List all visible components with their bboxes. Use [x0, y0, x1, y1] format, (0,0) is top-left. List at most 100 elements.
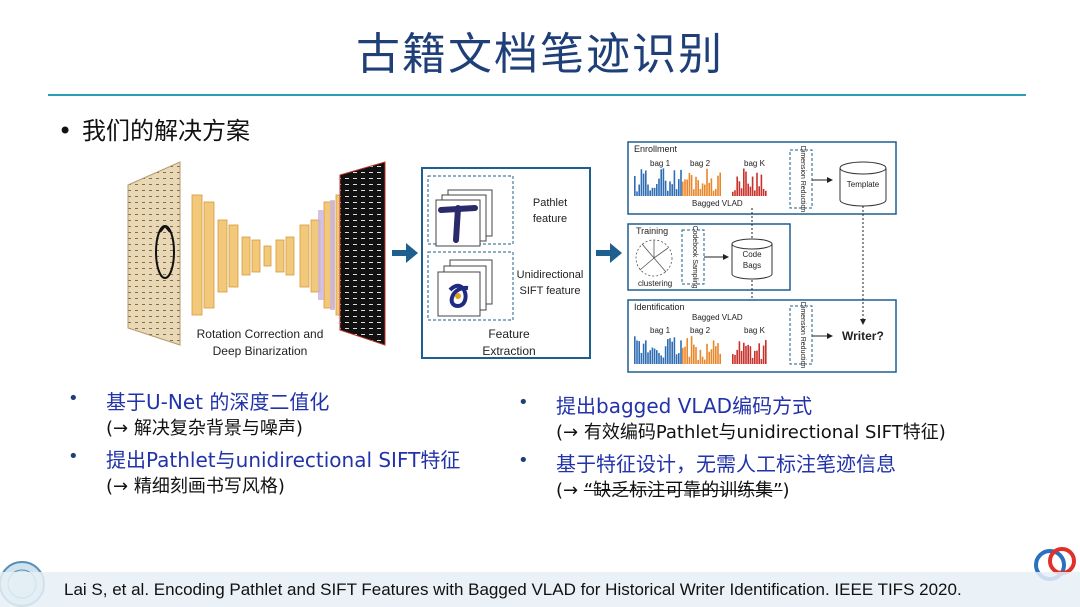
histogram-bar — [734, 354, 736, 364]
histogram-bar — [708, 182, 710, 196]
right-bullet-2-sub-text: (→ “缺乏标注可靠的训练集”) — [556, 476, 790, 502]
histogram-bar — [738, 341, 741, 364]
id-bagk-label: bag K — [744, 326, 766, 335]
histogram-bar — [645, 340, 647, 364]
histogram-bar — [765, 190, 767, 196]
histogram-bar — [701, 183, 704, 196]
histogram-bar — [653, 348, 656, 364]
histogram-bar — [732, 191, 734, 196]
histogram-bar — [697, 180, 699, 196]
code-bags-database-icon — [731, 238, 773, 280]
histogram-bar — [667, 190, 669, 196]
slide-title: 古籍文档笔迹识别 — [356, 29, 724, 80]
training-label: Training — [636, 226, 668, 236]
histogram-bar — [715, 188, 717, 196]
right-bullet-list: • 提出bagged VLAD编码方式 (→ 有效编码Pathlet与unidi… — [518, 390, 1058, 504]
histogram-bar — [682, 347, 684, 364]
histogram-bar — [717, 343, 719, 364]
histogram-bar — [678, 353, 680, 364]
sift-label-1: Unidirectional — [517, 269, 584, 281]
histogram-bar — [638, 184, 640, 196]
histogram-bar — [743, 168, 745, 196]
left-bullet-2-sub: (→ 精细刻画书写风格) — [68, 472, 508, 500]
identification-bagged-vlad-label: Bagged VLAD — [692, 313, 743, 322]
histogram-bar — [649, 350, 651, 364]
histogram-bar — [719, 353, 721, 364]
histogram-bar — [640, 352, 643, 364]
feature-label-1: Feature — [488, 327, 530, 341]
footer-citation: Lai S, et al. Encoding Pathlet and SIFT … — [64, 580, 962, 599]
right-bullet-1-text: 提出bagged VLAD编码方式 — [556, 390, 812, 419]
histogram-bar — [656, 350, 658, 364]
histogram-bar — [762, 345, 765, 364]
histogram-bar — [688, 356, 691, 364]
left-bullet-1-rest: U-Net 的深度二值化 — [146, 390, 330, 414]
pathlet-icon — [435, 189, 493, 247]
clustering-label: clustering — [638, 279, 672, 288]
histogram-bar — [756, 172, 758, 196]
bullet-dot: • — [518, 392, 529, 413]
histogram-bar — [636, 191, 638, 196]
binarization-label-1: Rotation Correction and — [197, 327, 324, 341]
right-bullet-2-sub-strike: “缺乏标注可靠的训练集” — [583, 480, 783, 501]
codebook-sampling-label: Codebook Sampling — [691, 225, 698, 288]
left-bullet-2-rest: Pathlet与unidirectional SIFT特征 — [146, 448, 461, 472]
binarized-document-image — [339, 161, 386, 346]
histogram-bar — [708, 351, 710, 364]
histogram-bar — [686, 338, 688, 364]
histogram-bar — [745, 171, 747, 196]
histogram-bar — [660, 355, 662, 364]
histogram-bar — [678, 179, 680, 196]
histogram-bar — [758, 186, 760, 196]
histogram-bar — [671, 184, 673, 196]
histogram-bar — [671, 341, 673, 364]
histogram-bar — [673, 337, 676, 364]
histogram-bar — [706, 343, 708, 364]
histogram-bar — [682, 181, 684, 196]
bags-label: Bags — [743, 261, 761, 270]
histogram-bar — [695, 347, 697, 364]
bullet-dot: • — [68, 388, 79, 409]
dimension-reduction-box — [789, 149, 813, 209]
histogram-bar — [675, 189, 678, 196]
sift-box — [427, 251, 514, 321]
left-bullet-2-text: 提出Pathlet与unidirectional SIFT特征 — [106, 444, 460, 473]
histogram-bar — [697, 359, 699, 364]
input-document-image — [127, 161, 181, 346]
histogram-bar — [693, 344, 695, 364]
left-bullet-2: • 提出Pathlet与unidirectional SIFT特征 — [68, 444, 508, 472]
histogram-bar — [704, 184, 706, 196]
right-bullet-1: • 提出bagged VLAD编码方式 — [518, 390, 1058, 418]
histogram-bar — [667, 339, 669, 364]
histogram-bar — [686, 179, 688, 196]
right-bullet-1-sub: (→ 有效编码Pathlet与unidirectional SIFT特征) — [518, 418, 1058, 448]
histogram-bar — [706, 168, 708, 196]
bullet-dot: • — [58, 117, 73, 145]
histogram-bar — [743, 342, 745, 364]
histogram-bar — [636, 340, 638, 364]
histogram-bar — [693, 189, 695, 196]
left-bullet-1-text: 基于U-Net 的深度二值化 — [106, 386, 329, 415]
right-bullet-2-sub-close: ) — [782, 480, 790, 501]
histogram-bar — [760, 174, 763, 196]
histogram-bar — [754, 190, 756, 196]
histogram-bar — [758, 343, 760, 364]
dimension-reduction-label: Dimension Reduction — [799, 146, 806, 213]
histogram-bar — [734, 190, 736, 196]
left-bullet-1: • 基于U-Net 的深度二值化 — [68, 386, 508, 414]
right-bullet-2-sub: (→ “缺乏标注可靠的训练集”) — [518, 476, 1058, 504]
bullet-dot: • — [518, 450, 529, 471]
histogram-bar — [658, 352, 660, 364]
unet-skip-blocks — [318, 200, 335, 310]
histogram-bar — [736, 349, 738, 364]
histogram-bar — [673, 170, 676, 196]
histogram-bar — [754, 350, 756, 364]
histogram-bar — [732, 354, 734, 364]
histogram-bar — [704, 359, 706, 364]
enrollment-bagged-vlad-label: Bagged VLAD — [692, 199, 743, 208]
template-database-icon — [839, 161, 887, 207]
histogram-bar — [712, 190, 715, 196]
histogram-bar — [675, 354, 678, 364]
histogram-bar — [649, 190, 651, 196]
writer-label: Writer? — [842, 329, 884, 343]
